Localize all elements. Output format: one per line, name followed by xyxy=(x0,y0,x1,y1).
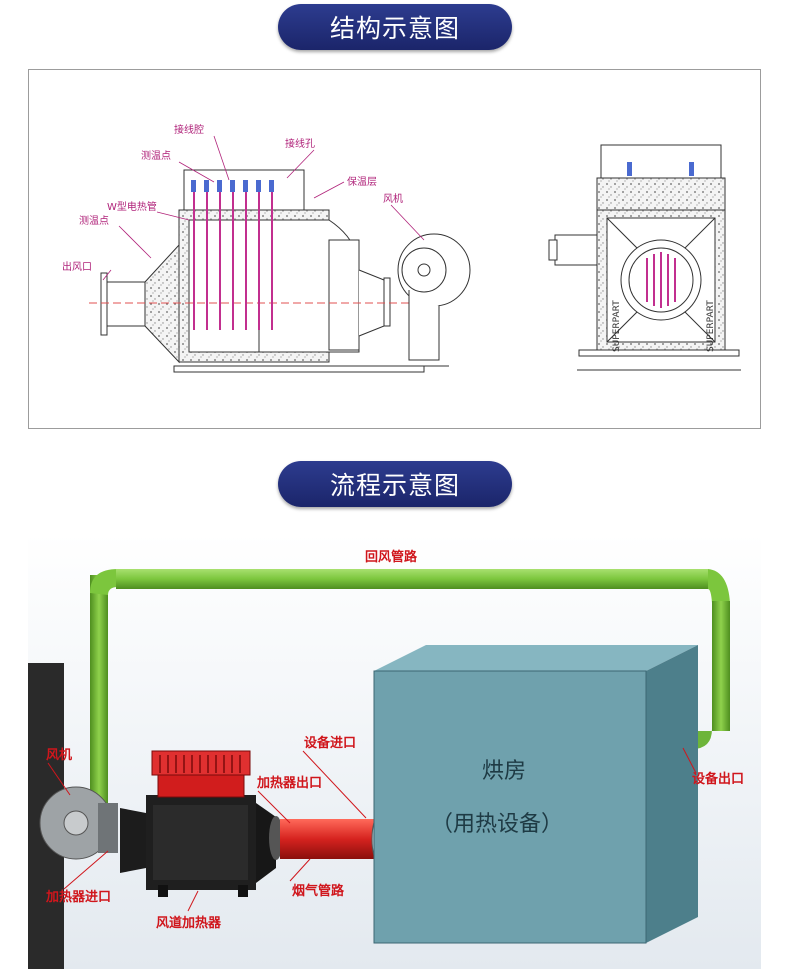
structure-section-title: 结构示意图 xyxy=(278,4,512,50)
return-duct xyxy=(90,569,730,805)
label-air-duct-heater: 风道加热器 xyxy=(156,915,222,931)
side-view xyxy=(89,169,471,373)
label-fan: 风机 xyxy=(383,192,403,205)
label-heater-outlet: 加热器出口 xyxy=(256,775,322,791)
structure-diagram: 接线腔 测温点 接线孔 保温层 W型电热管 风机 测温点 出风口 xyxy=(28,69,761,429)
front-view xyxy=(548,144,741,371)
heating-elements xyxy=(193,185,273,330)
terminal-posts xyxy=(191,180,274,192)
dryer-room-label: 烘房 xyxy=(482,759,526,784)
structure-drawing: 接线腔 测温点 接线孔 保温层 W型电热管 风机 测温点 出风口 xyxy=(62,123,741,373)
label-heater-inlet: 加热器进口 xyxy=(45,889,111,905)
label-measure-point-left: 测温点 xyxy=(79,214,109,227)
nameplate-right: SUPERPART xyxy=(706,300,716,352)
flow-leader-lines xyxy=(47,747,697,912)
label-equipment-inlet: 设备进口 xyxy=(304,735,356,751)
flow-drawing: 烘房 （用热设备） 回风管路 风机 设备进口 加热器出口 设备出口 加热器进口 … xyxy=(28,549,744,969)
leader-lines xyxy=(102,135,425,281)
label-insulation: 保温层 xyxy=(347,175,377,188)
flow-section-title: 流程示意图 xyxy=(278,461,512,507)
label-terminal-box: 接线腔 xyxy=(174,123,204,136)
flue-duct xyxy=(269,816,385,862)
dryer-room-sublabel: （用热设备） xyxy=(431,812,563,837)
label-return-duct: 回风管路 xyxy=(365,549,418,565)
label-measure-point-top: 测温点 xyxy=(141,149,171,162)
label-wiring-hole: 接线孔 xyxy=(285,137,315,150)
dryer-room xyxy=(373,645,698,944)
label-w-heater: W型电热管 xyxy=(107,200,157,213)
air-duct-heater xyxy=(120,750,276,897)
label-equipment-outlet: 设备出口 xyxy=(692,771,744,787)
fan-unit xyxy=(39,786,118,860)
label-fan: 风机 xyxy=(46,747,72,763)
label-outlet: 出风口 xyxy=(62,260,92,273)
flow-diagram: 烘房 （用热设备） 回风管路 风机 设备进口 加热器出口 设备出口 加热器进口 … xyxy=(28,533,761,969)
label-flue-duct: 烟气管路 xyxy=(292,883,345,899)
nameplate-left: SUPERPART xyxy=(612,300,622,352)
front-heating-elements xyxy=(646,252,676,308)
front-terminal-posts xyxy=(627,162,694,176)
